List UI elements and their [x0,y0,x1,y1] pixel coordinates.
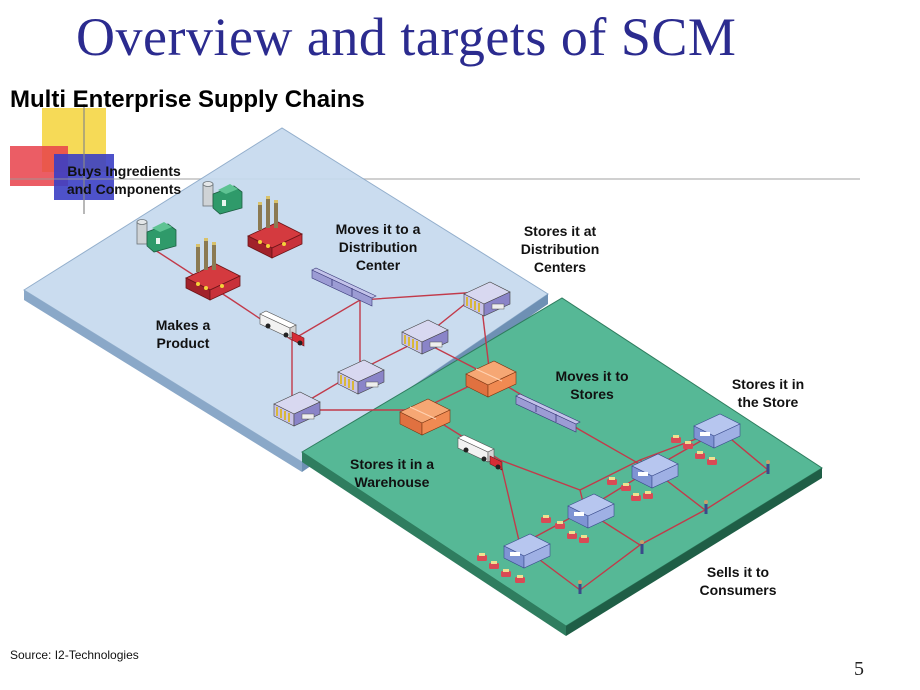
label-stores-in-warehouse: Stores it in a Warehouse [349,456,435,490]
decoration-squares [10,104,860,214]
label-moves-to-distribution-center: Moves it to a Distribution Center [335,221,421,273]
label-buys-ingredients: Buys Ingredients and Components [66,163,182,197]
label-stores-in-store: Stores it in the Store [731,376,805,410]
label-makes-product: Makes a Product [155,317,211,351]
source-note: Source: I2-Technologies [10,648,139,662]
label-moves-to-stores: Moves it to Stores [555,368,629,402]
label-stores-at-distribution-centers: Stores it at Distribution Centers [520,223,600,275]
slide-subtitle: Multi Enterprise Supply Chains [10,86,365,113]
retail-plane [301,297,823,636]
label-sells-to-consumers: Sells it to Consumers [699,564,777,598]
page-number: 5 [854,658,864,680]
slide-title: Overview and targets of SCM [76,7,737,67]
